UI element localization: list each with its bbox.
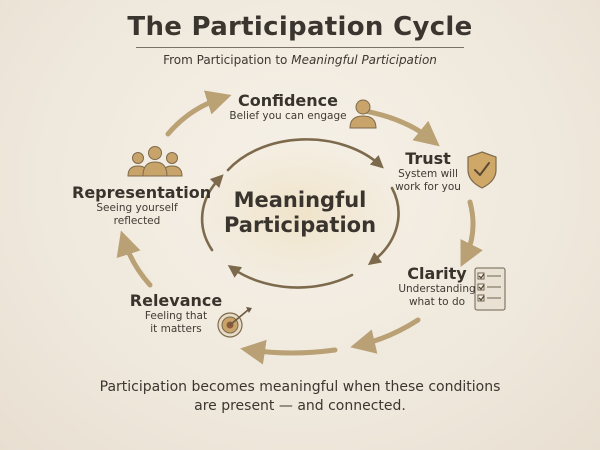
stage-representation-desc-1: Seeing yourself xyxy=(96,202,178,214)
footer-caption: Participation becomes meaningful when th… xyxy=(0,378,600,416)
target-icon xyxy=(217,307,252,338)
stage-representation-title: Representation xyxy=(72,183,212,202)
shield-check-icon xyxy=(467,151,497,189)
stage-clarity-desc-1: Understanding xyxy=(398,283,476,295)
stage-clarity-desc-2: what to do xyxy=(408,296,466,308)
stage-trust: Trust System will work for you xyxy=(390,150,466,194)
stage-relevance-desc-1: Feeling that xyxy=(144,310,208,322)
stage-relevance-desc-2: it matters xyxy=(150,323,202,335)
subtitle-emphasis: Meaningful Participation xyxy=(291,53,437,67)
stage-confidence-title: Confidence xyxy=(237,91,338,110)
arrow-clarity-to-bottom xyxy=(350,317,421,354)
footer-line-2: are present — and connected. xyxy=(194,398,406,414)
center-glow xyxy=(190,134,410,290)
stage-clarity: Clarity Understanding what to do xyxy=(396,265,478,309)
group-icon xyxy=(127,146,183,177)
stage-trust-desc-2: work for you xyxy=(395,181,461,193)
checklist-icon xyxy=(474,267,506,311)
arrow-trust-to-clarity xyxy=(460,199,483,267)
arrow-relevance-to-representation xyxy=(116,230,153,288)
subtitle-prefix: From Participation to xyxy=(163,53,292,67)
center-label: Meaningful Participation xyxy=(220,188,380,238)
arrow-bottom-to-relevance xyxy=(240,339,338,365)
center-label-line-1: Meaningful xyxy=(233,188,367,212)
stage-representation: Representation Seeing yourself reflected xyxy=(72,183,212,228)
stage-relevance-title: Relevance xyxy=(129,291,223,310)
stage-clarity-title: Clarity xyxy=(407,264,467,283)
stage-trust-desc-1: System will xyxy=(398,168,458,180)
stage-trust-title: Trust xyxy=(405,149,451,168)
center-label-line-2: Participation xyxy=(223,213,377,237)
inner-cycle-arrows xyxy=(200,138,400,289)
arrow-representation-to-confidence xyxy=(165,90,232,137)
stage-confidence-desc: Belief you can engage xyxy=(229,110,347,122)
person-icon xyxy=(349,99,377,129)
stage-representation-desc-2: reflected xyxy=(113,215,161,227)
page-title: The Participation Cycle xyxy=(127,12,473,42)
title-divider xyxy=(136,47,464,48)
page-subtitle: From Participation to Meaningful Partici… xyxy=(0,53,600,67)
footer-line-1: Participation becomes meaningful when th… xyxy=(99,379,501,395)
stage-confidence: Confidence Belief you can engage xyxy=(228,92,348,123)
stage-relevance: Relevance Feeling that it matters xyxy=(128,292,224,336)
